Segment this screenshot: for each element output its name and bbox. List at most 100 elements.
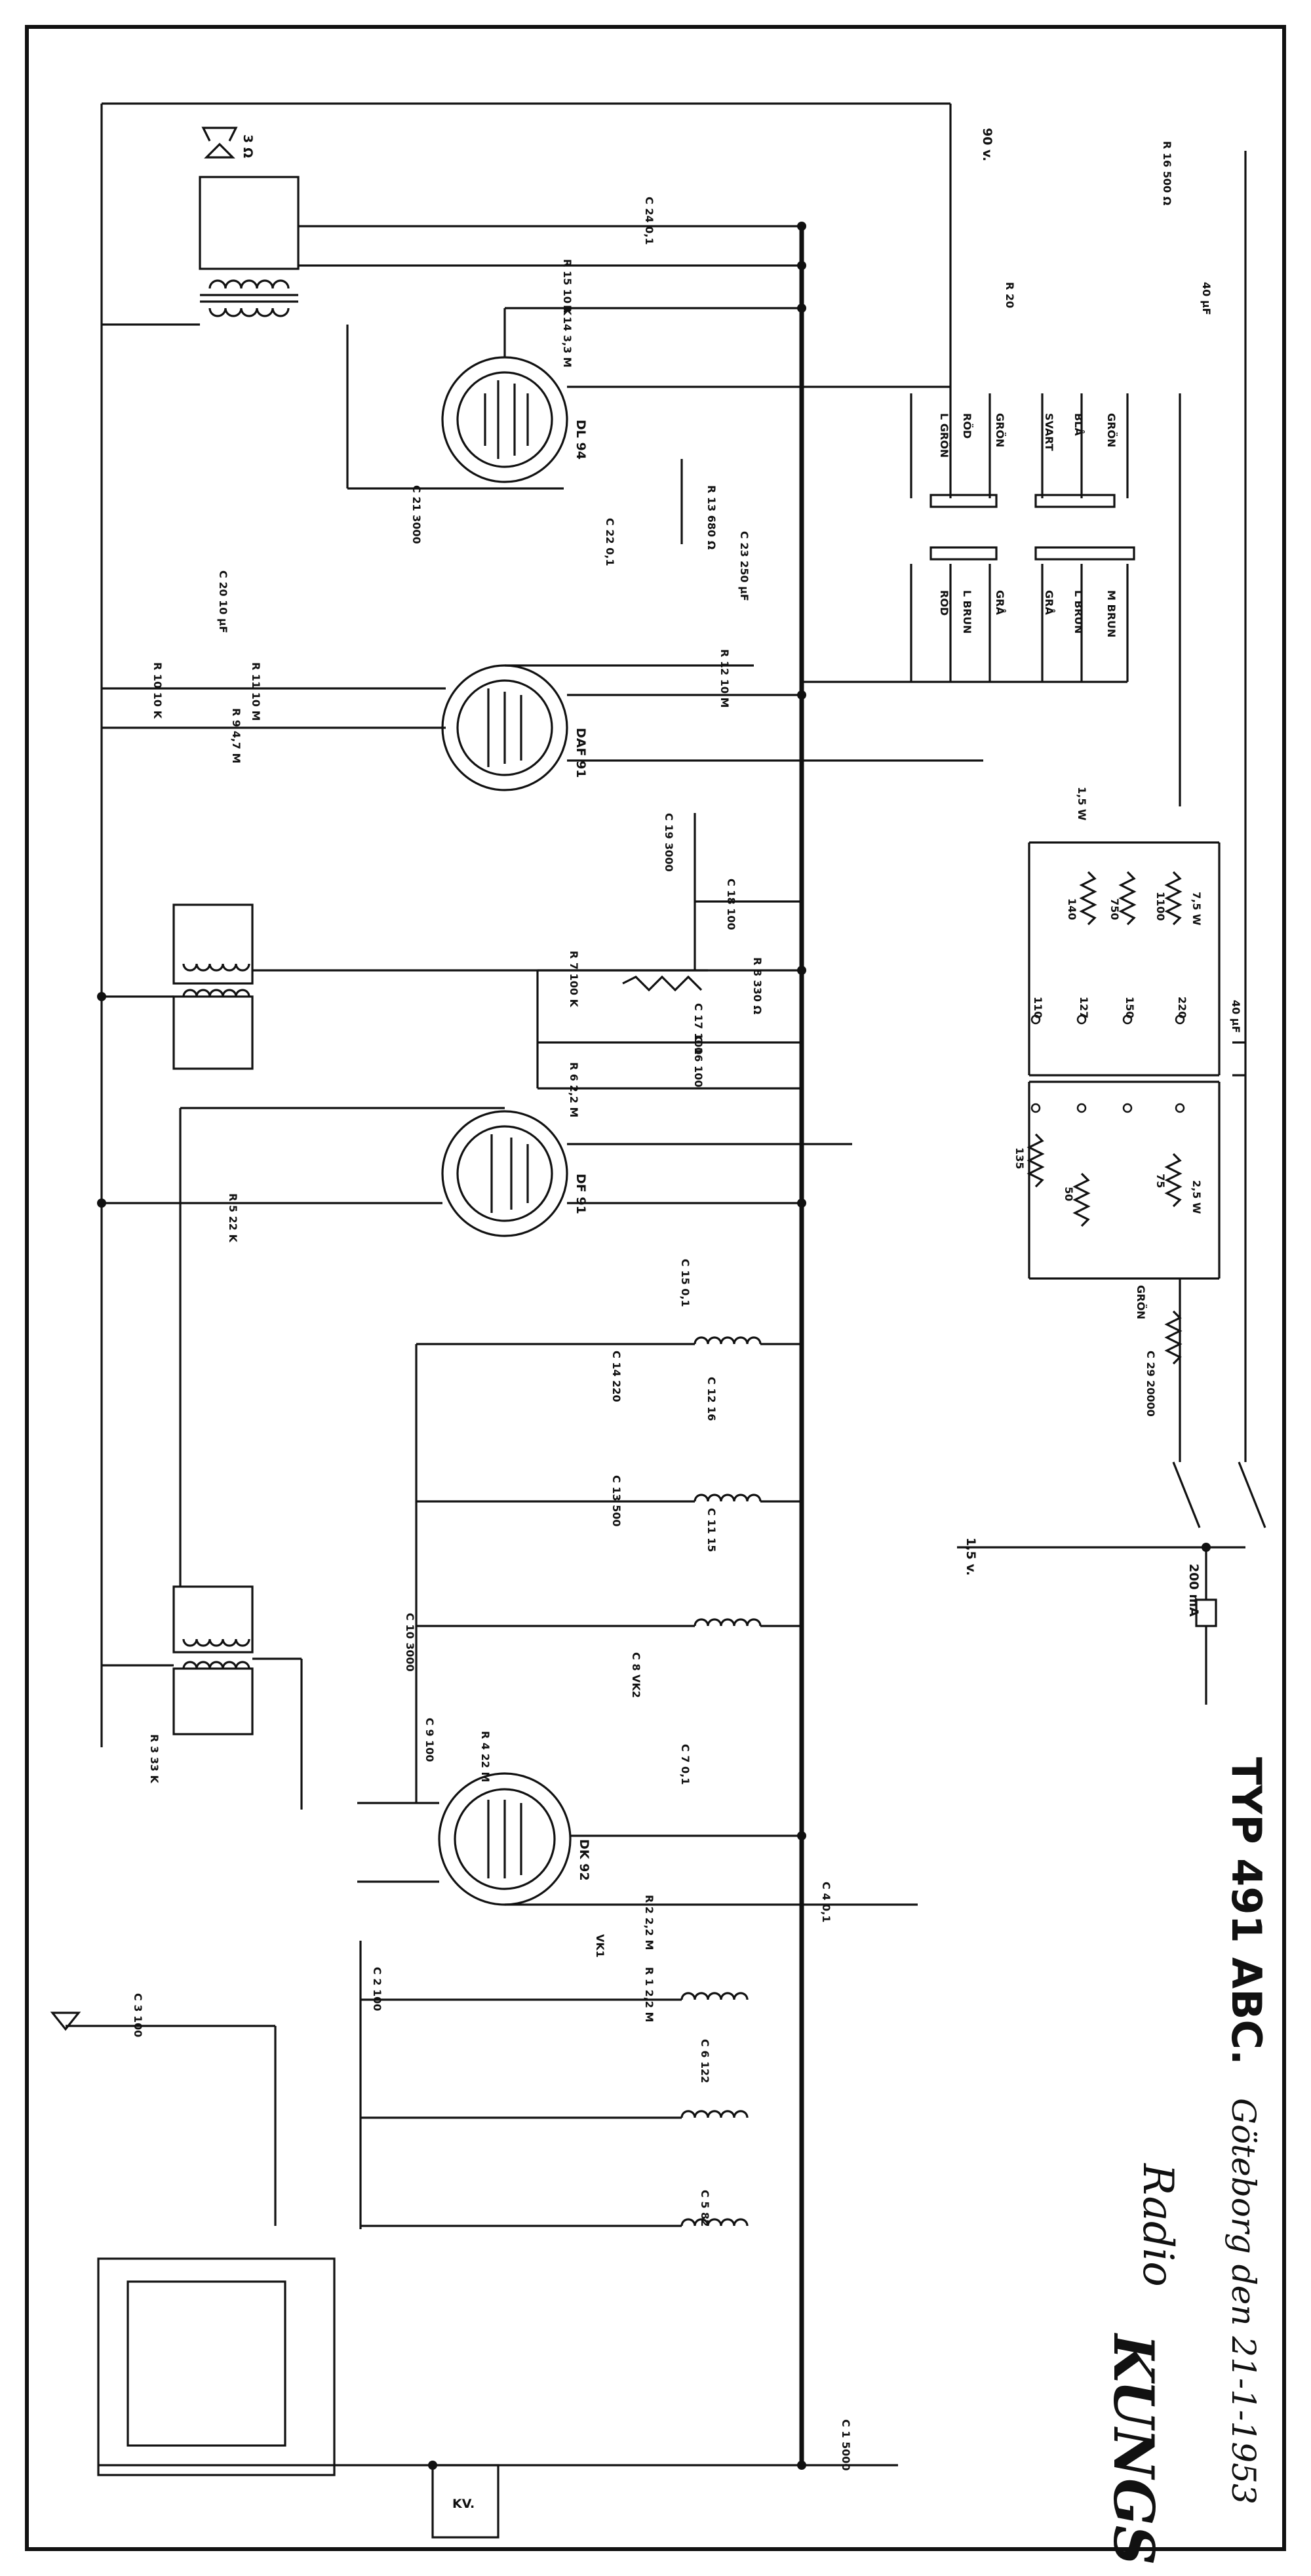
tap-label-127: 127 — [1078, 997, 1090, 1018]
comp-r5: R 5 22 K — [227, 1193, 239, 1242]
tube-dl94-label: DL 94 — [574, 420, 588, 460]
comp-40uf-a: 40 µF — [1200, 282, 1213, 315]
comp-15w: 1,5 W — [1076, 787, 1088, 821]
antenna-coils — [50, 1941, 898, 2539]
comp-r1: R 1 2,2 M — [643, 1967, 656, 2022]
comp-r16: R 16 500 Ω — [1161, 141, 1173, 206]
lt-supply-label: 1,5 v. — [964, 1537, 978, 1575]
comp-135: 135 — [1013, 1147, 1026, 1169]
model-title: TYP 491 ABC. — [1223, 1757, 1270, 2065]
lead-label-12: GRÖN — [1135, 1285, 1147, 1319]
comp-75: 75 — [1154, 1174, 1167, 1188]
comp-c3: C 3 100 — [132, 1993, 144, 2037]
lead-label-11: M BRUN — [1105, 590, 1118, 637]
tube-daf91-label: DAF 91 — [574, 728, 588, 778]
comp-r3: R 3 33 K — [148, 1734, 161, 1783]
tube-dk92-label: DK 92 — [577, 1839, 591, 1881]
rf-coils — [415, 1336, 802, 1803]
tube-df91-label: DF 91 — [574, 1174, 588, 1214]
comp-75w: 7,5 W — [1190, 892, 1203, 926]
comp-r8: R 8 330 Ω — [751, 957, 764, 1015]
comp-c12: C 12 16 — [705, 1377, 718, 1421]
tube-dk92 — [357, 1772, 918, 1906]
tap-label-220: 220 — [1176, 997, 1188, 1018]
schematic-frame — [25, 25, 1286, 2551]
comp-c11: C 11 15 — [705, 1508, 718, 1552]
comp-r12: R 12 10 M — [718, 649, 731, 707]
comp-50: 50 — [1063, 1187, 1075, 1201]
comp-750: 750 — [1108, 898, 1121, 920]
lead-label-4: BLÅ — [1072, 413, 1085, 436]
comp-c17: C 17 100 — [692, 1003, 705, 1055]
comp-r11: R 11 10 M — [250, 662, 262, 721]
lead-label-7: L BRUN — [961, 590, 973, 634]
tube-df91 — [102, 1107, 852, 1237]
comp-c20: C 20 10 µF — [217, 570, 229, 633]
lead-label-8: GRÅ — [994, 590, 1006, 615]
comp-c2: C 2 100 — [371, 1967, 383, 2011]
comp-140: 140 — [1066, 898, 1078, 920]
kungs-radio-logo: KUNGS Radio — [1101, 2163, 1182, 2565]
comp-c4: C 4 0,1 — [820, 1882, 832, 1922]
comp-c1: C 1 5000 — [840, 2419, 852, 2471]
ground-bus — [100, 102, 952, 2462]
lead-label-0: L GRÖN — [938, 413, 950, 458]
hv-supply-label: 90 v. — [980, 128, 994, 161]
comp-r13: R 13 680 Ω — [705, 485, 718, 550]
comp-c21: C 21 3000 — [410, 485, 423, 544]
comp-40uf-b: 40 µF — [1230, 1000, 1242, 1033]
speaker-output-transformer — [102, 127, 802, 488]
comp-c15: C 15 0,1 — [679, 1259, 692, 1307]
comp-c5: C 5 82 — [699, 2190, 711, 2227]
detector-volume-section — [536, 813, 802, 1090]
comp-r7: R 7 100 K — [568, 951, 580, 1008]
comp-c24: C 24 0,1 — [643, 197, 656, 245]
comp-r15: R 15 10 K — [561, 259, 574, 316]
comp-c13: C 13 500 — [610, 1475, 623, 1527]
speaker-impedance-label: 3 Ω — [241, 134, 255, 158]
comp-vk1: VK1 — [594, 1934, 606, 1958]
lead-label-10: L BRUN — [1072, 590, 1085, 634]
comp-c8: C 8 VK2 — [630, 1652, 642, 1698]
comp-25w: 2,5 W — [1190, 1180, 1203, 1214]
tube-daf91 — [102, 664, 983, 791]
comp-r10: R 10 10 K — [151, 662, 164, 719]
comp-c6: C 6 122 — [699, 2039, 711, 2083]
comp-c10: C 10 3000 — [404, 1613, 416, 1672]
lead-label-6: RÖD — [938, 590, 950, 616]
comp-r20: R 20 — [1004, 282, 1016, 308]
lead-label-2: GRÖN — [994, 413, 1006, 447]
comp-c14: C 14 220 — [610, 1351, 623, 1402]
lead-label-1: RÖD — [961, 413, 973, 439]
tube-dl94 — [347, 307, 950, 544]
wavechange-switch-bank — [802, 151, 1247, 1462]
comp-r6: R 6 2,2 M — [568, 1062, 580, 1117]
comp-r14: R 14 3,3 M — [561, 305, 574, 368]
lead-label-3: SVART — [1043, 413, 1055, 451]
comp-r4: R 4 22 M — [479, 1731, 492, 1782]
place-date: Göteborg den 21-1-1953 — [1224, 2098, 1262, 2505]
comp-r9: R 9 4,7 M — [230, 708, 243, 763]
lead-label-5: GRÖN — [1105, 413, 1118, 447]
comp-c7: C 7 0,1 — [679, 1744, 692, 1785]
power-switch-section — [957, 1278, 1266, 1705]
comp-c18: C 18 100 — [725, 879, 737, 930]
kv-label: KV. — [452, 2497, 475, 2511]
mains-resistor-network — [1027, 841, 1245, 1280]
lead-label-9: GRÅ — [1043, 590, 1055, 615]
comp-c29: C 29 20000 — [1145, 1351, 1157, 1417]
fuse-label: 200 mA — [1186, 1564, 1201, 1617]
comp-c19: C 19 3000 — [663, 813, 675, 872]
comp-c9: C 9 100 — [423, 1718, 436, 1762]
brand-sub: Radio — [1133, 2163, 1182, 2287]
comp-c16: C 16 100 — [692, 1036, 705, 1088]
tap-label-150: 150 — [1124, 997, 1136, 1018]
comp-r2: R 2 2,2 M — [643, 1895, 656, 1950]
tap-label-110: 110 — [1032, 997, 1044, 1018]
comp-c23: C 23 250 µF — [738, 531, 751, 601]
junction-dots — [97, 222, 1211, 2470]
comp-1100: 1100 — [1154, 892, 1167, 921]
comp-c22: C 22 0,1 — [604, 518, 616, 566]
brand-name: KUNGS — [1101, 2333, 1166, 2565]
